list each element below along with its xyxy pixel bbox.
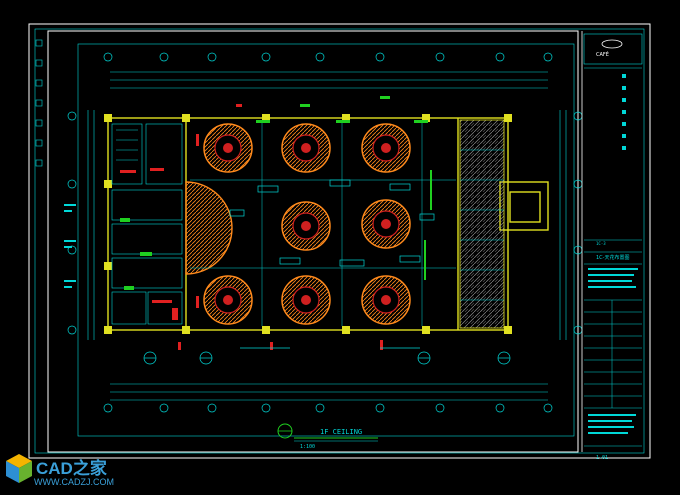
- service-green-marks: [120, 218, 152, 290]
- drawing-name-text: 1C-天花布置图: [596, 254, 629, 261]
- outer-frame: [28, 23, 651, 459]
- ceiling-title-block: 1F CEILING 1:100: [277, 423, 378, 450]
- service-room-red-marks: [120, 168, 178, 320]
- table-2: [281, 123, 331, 173]
- cadzj-cube-icon: [6, 454, 32, 483]
- bottom-dimension-lines: [110, 383, 548, 401]
- cadzj-brand-text: CAD之家: [36, 459, 107, 478]
- title-block: CAFÉ 1C-: [581, 31, 643, 461]
- side-dimension-lines: [87, 110, 567, 340]
- table-3: [361, 123, 411, 173]
- curved-feature-wall: [185, 181, 233, 275]
- table-4: [281, 201, 331, 251]
- drawing-area-frame: [47, 30, 579, 453]
- title-block-notes: [588, 74, 638, 434]
- cadzj-watermark: CAD之家 WWW.CADZJ.COM: [4, 450, 144, 492]
- ceiling-green-strips: [256, 96, 432, 280]
- table-6: [203, 275, 253, 325]
- client-logo-icon: [601, 39, 623, 49]
- partition-divisions: [460, 149, 504, 301]
- table-1: [203, 123, 253, 173]
- table-8: [361, 275, 411, 325]
- columns: [104, 114, 512, 334]
- cadzj-url-text: WWW.CADZJ.COM: [34, 477, 114, 487]
- hatched-partition: [459, 119, 505, 329]
- top-grid-bubbles: [103, 52, 553, 62]
- ceiling-scale-text: 1:100: [300, 444, 315, 450]
- ceiling-light-fixtures: [229, 179, 435, 267]
- client-logo-text: CAFÉ: [596, 50, 609, 58]
- section-markers: [143, 347, 511, 365]
- inner-frame: [34, 28, 645, 454]
- round-tables: [203, 123, 411, 325]
- top-dimension-lines: [110, 71, 548, 89]
- table-7: [281, 275, 331, 325]
- bottom-grid-bubbles: [103, 403, 553, 413]
- left-annotation-marks: [64, 204, 76, 288]
- ceiling-title-text: 1F CEILING: [320, 428, 362, 436]
- plan-border: [77, 43, 575, 437]
- section-tag-text: 1C-3: [596, 241, 606, 246]
- side-grid-bubbles: [67, 111, 583, 335]
- left-margin-ticks: [35, 39, 43, 167]
- table-5: [361, 199, 411, 249]
- ceiling-red-marks: [178, 104, 383, 350]
- ceiling-grid: [190, 122, 456, 326]
- service-rooms: [111, 123, 183, 325]
- sheet-number-text: 1-01: [596, 455, 608, 461]
